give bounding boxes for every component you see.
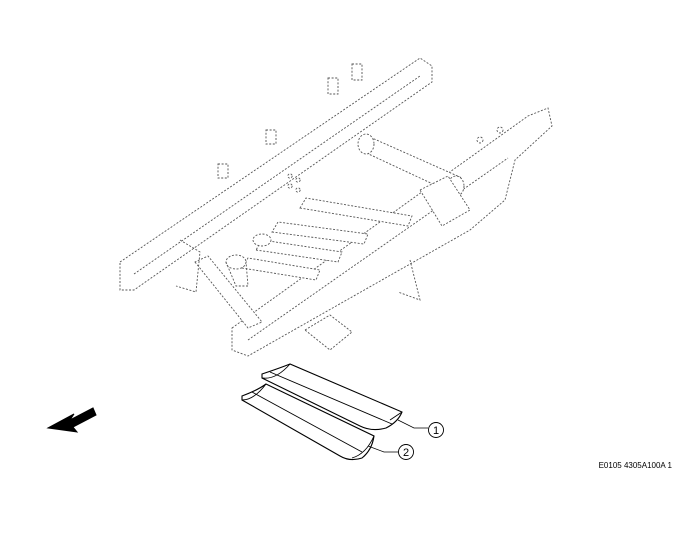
callout-1-label: 1 <box>433 425 439 437</box>
part-2-guard <box>241 383 375 461</box>
figure-reference-code: E0105 4305A100A 1 <box>598 461 672 470</box>
callout-1: 1 <box>428 422 444 438</box>
right-rail <box>231 107 553 357</box>
part-1-guard <box>261 363 403 431</box>
leader-line-1 <box>397 419 428 429</box>
rear-crossmember <box>194 255 263 329</box>
rail-bracket <box>327 77 339 95</box>
mid-crossmember <box>299 197 413 227</box>
left-rail <box>119 57 433 291</box>
callout-2-label: 2 <box>403 447 409 459</box>
front-cross-tube <box>359 137 463 193</box>
callout-2: 2 <box>398 444 414 460</box>
leader-line-2 <box>367 445 398 453</box>
direction-arrow-icon <box>46 407 97 433</box>
chassis-frame <box>119 57 553 357</box>
